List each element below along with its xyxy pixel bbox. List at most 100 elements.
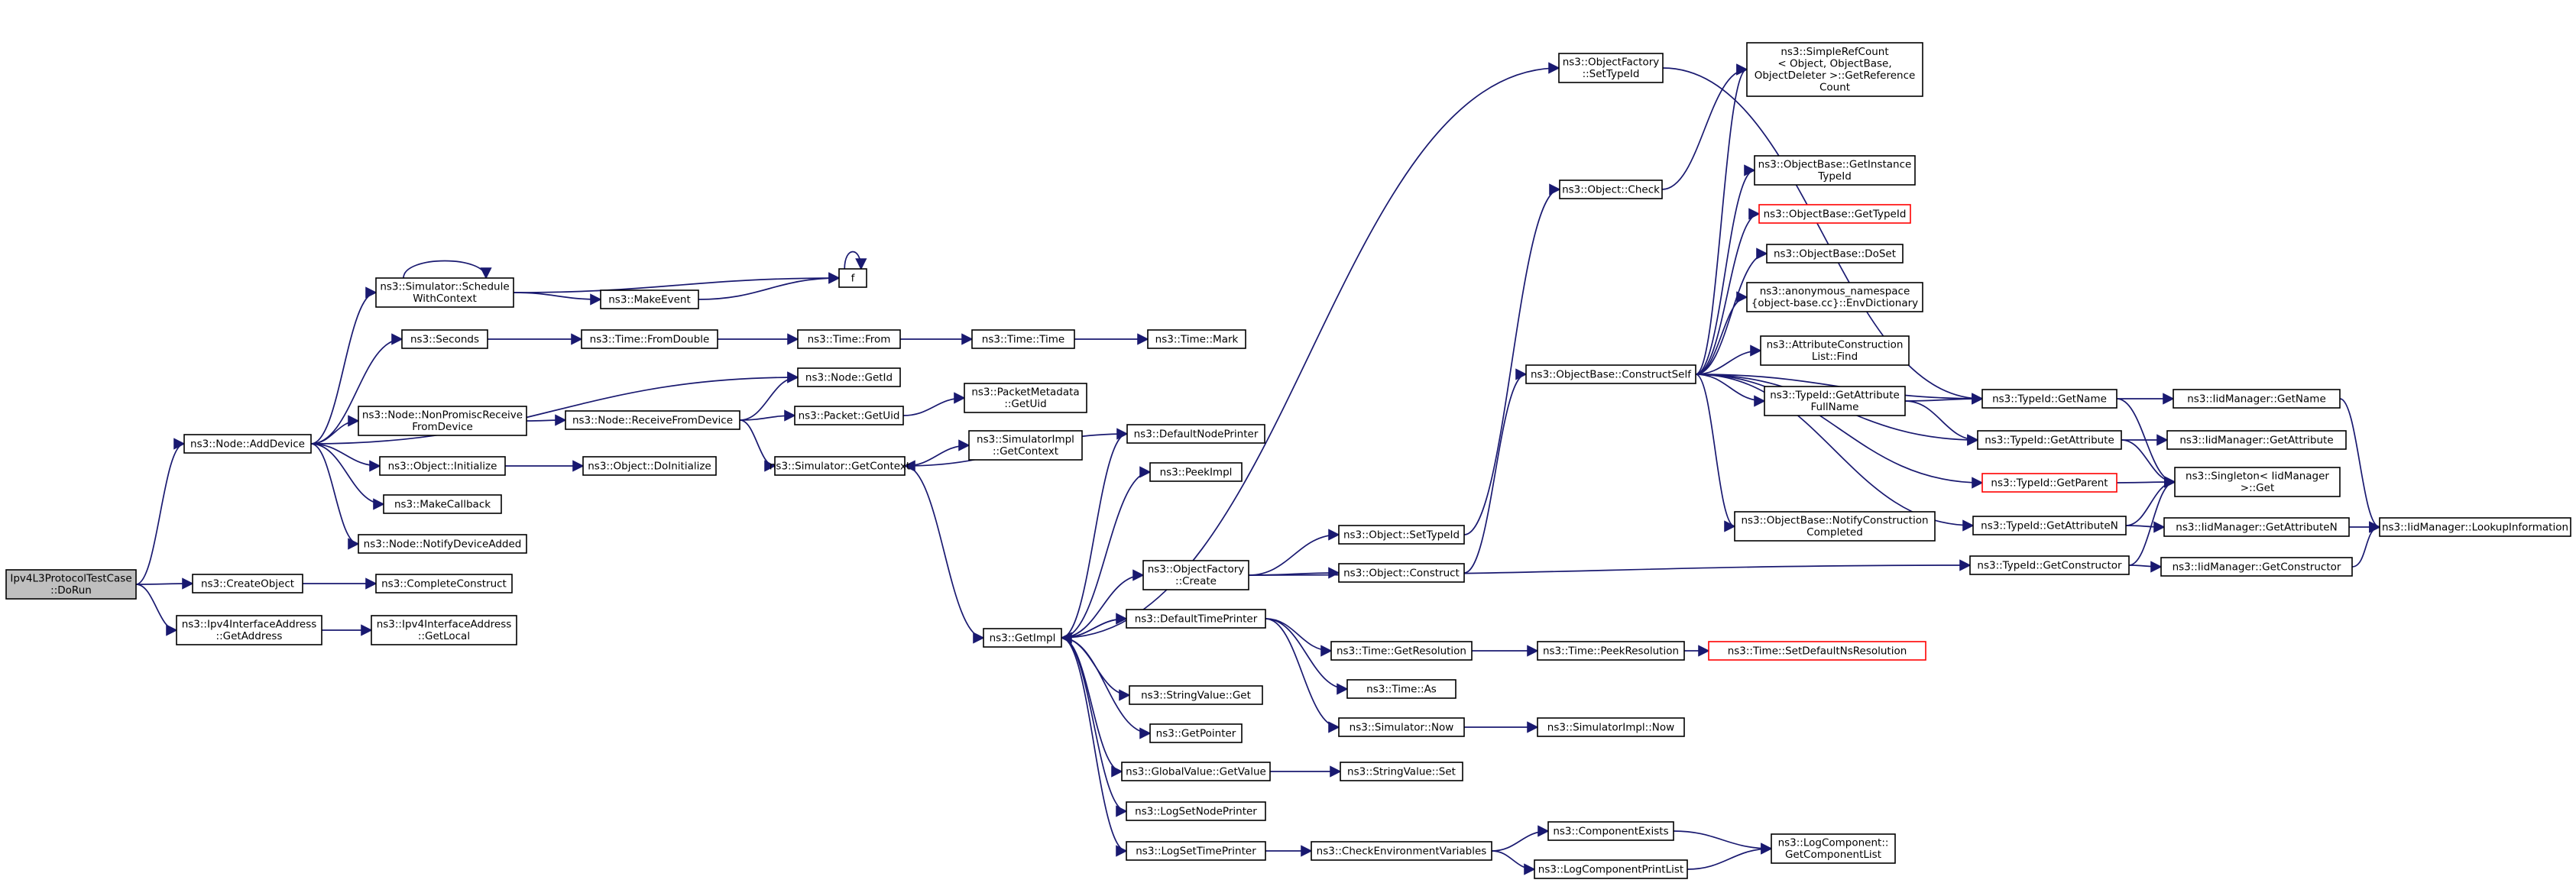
edge-arrow — [1265, 618, 1349, 695]
edge-n61-to-n68 — [2125, 521, 2166, 533]
node-ns3-peekimpl[interactable]: ns3::PeekImpl — [1149, 462, 1243, 482]
node-ns3-ipv4interfaceaddress-getlocal[interactable]: ns3::Ipv4InterfaceAddress::GetLocal — [371, 615, 517, 645]
node-f[interactable]: f — [838, 268, 867, 288]
node-ns3-node-receivefromdevice[interactable]: ns3::Node::ReceiveFromDevice — [565, 410, 740, 430]
node-ns3-packetmetadata-getuid[interactable]: ns3::PacketMetadata::GetUid — [964, 383, 1087, 413]
node-label: Completed — [1806, 526, 1863, 539]
node-ns3-time-setdefaultnsresolution[interactable]: ns3::Time::SetDefaultNsResolution — [1708, 641, 1926, 661]
node-ipv4l3protocoltestcase-dorun[interactable]: Ipv4L3ProtocolTestCase::DoRun — [5, 569, 137, 600]
node-ns3-node-getid[interactable]: ns3::Node::GetId — [797, 367, 901, 387]
node-box — [1746, 42, 1923, 97]
node-ns3-object-initialize[interactable]: ns3::Object::Initialize — [379, 456, 506, 476]
node-ns3-makecallback[interactable]: ns3::MakeCallback — [383, 494, 502, 514]
edge-n26-to-n28 — [1061, 466, 1152, 639]
node-label: ns3::TypeId::GetName — [1992, 393, 2107, 405]
node-ns3-seconds[interactable]: ns3::Seconds — [401, 329, 488, 349]
node-label: ns3::Object::Construct — [1343, 567, 1460, 579]
node-ns3-getimpl[interactable]: ns3::GetImpl — [983, 628, 1062, 648]
node-ns3-typeid-getattribute[interactable]: ns3::TypeId::GetAttribute — [1977, 430, 2122, 450]
node-ns3-getpointer[interactable]: ns3::GetPointer — [1149, 723, 1243, 743]
node-ns3-time-as[interactable]: ns3::Time::As — [1346, 679, 1456, 699]
node-ns3-globalvalue-getvalue[interactable]: ns3::GlobalValue::GetValue — [1121, 762, 1271, 781]
node-ns3-objectfactory-create[interactable]: ns3::ObjectFactory::Create — [1142, 560, 1249, 590]
node-ns3-time-peekresolution[interactable]: ns3::Time::PeekResolution — [1537, 641, 1685, 661]
node-ns3-simulatorimpl-getcontext[interactable]: ns3::SimulatorImpl::GetContext — [968, 430, 1083, 461]
node-ns3-typeid-getname[interactable]: ns3::TypeId::GetName — [1981, 389, 2118, 409]
edge-arrow — [310, 443, 385, 510]
node-label: ns3::MakeCallback — [394, 498, 491, 510]
node-ns3-completeconstruct[interactable]: ns3::CompleteConstruct — [375, 574, 513, 594]
node-ns3-stringvalue-get[interactable]: ns3::StringValue::Get — [1129, 685, 1263, 705]
node-ns3-object-check[interactable]: ns3::Object::Check — [1559, 180, 1663, 199]
node-ns3-time-fromdouble[interactable]: ns3::Time::FromDouble — [581, 329, 718, 349]
node-ns3-makeevent[interactable]: ns3::MakeEvent — [600, 289, 699, 309]
node-ns3-objectbase-gettypeid[interactable]: ns3::ObjectBase::GetTypeId — [1758, 204, 1911, 224]
node-ns3-defaulttimeprinter[interactable]: ns3::DefaultTimePrinter — [1126, 609, 1266, 629]
node-label: ns3::Object::SetTypeId — [1343, 529, 1460, 541]
node-ns3-time-mark[interactable]: ns3::Time::Mark — [1147, 329, 1246, 349]
edge-arrow — [1060, 618, 1127, 644]
node-ns3-createobject[interactable]: ns3::CreateObject — [192, 574, 303, 594]
node-label: f — [851, 272, 856, 284]
node-ns3-simplerefcount-object-objectbase-objectdeleter-getreference-count[interactable]: ns3::SimpleRefCount< Object, ObjectBase,… — [1746, 42, 1923, 97]
node-ns3-objectfactory-settypeid[interactable]: ns3::ObjectFactory::SetTypeId — [1558, 53, 1664, 83]
node-ns3-simulatorimpl-now[interactable]: ns3::SimulatorImpl::Now — [1537, 717, 1685, 737]
node-label: TypeId — [1817, 170, 1852, 183]
node-ns3-node-notifydeviceadded[interactable]: ns3::Node::NotifyDeviceAdded — [358, 534, 527, 554]
node-box — [1126, 424, 1265, 444]
node-ns3-time-getresolution[interactable]: ns3::Time::GetResolution — [1330, 641, 1473, 661]
node-ns3-typeid-getparent[interactable]: ns3::TypeId::GetParent — [1981, 473, 2118, 493]
node-ns3-objectbase-doset[interactable]: ns3::ObjectBase::DoSet — [1766, 244, 1904, 264]
node-box — [1558, 53, 1664, 83]
node-ns3-logsettimeprinter[interactable]: ns3::LogSetTimePrinter — [1126, 841, 1266, 861]
node-label: WithContext — [413, 293, 477, 305]
node-ns3-checkenvironmentvariables[interactable]: ns3::CheckEnvironmentVariables — [1311, 841, 1492, 861]
node-ns3-ipv4interfaceaddress-getaddress[interactable]: ns3::Ipv4InterfaceAddress::GetAddress — [176, 615, 322, 645]
node-label: ns3::Time::PeekResolution — [1543, 645, 1679, 657]
node-box — [2166, 430, 2347, 450]
node-ns3-packet-getuid[interactable]: ns3::Packet::GetUid — [794, 406, 904, 425]
node-box — [983, 628, 1062, 648]
node-ns3-simulator-getcontext[interactable]: ns3::Simulator::GetContext — [770, 456, 910, 476]
node-ns3-logsetnodeprinter[interactable]: ns3::LogSetNodePrinter — [1126, 801, 1266, 821]
edge-n2-to-n11 — [310, 443, 360, 550]
edge-arrow — [1695, 63, 1748, 375]
node-ns3-simulator-now[interactable]: ns3::Simulator::Now — [1338, 717, 1465, 737]
node-ns3-object-doinitialize[interactable]: ns3::Object::DoInitialize — [582, 456, 717, 476]
node-ns3-singleton-iidmanager-get[interactable]: ns3::Singleton< IidManager>::Get — [2174, 467, 2341, 497]
node-label: ns3::Node::GetId — [805, 371, 893, 383]
node-ns3-typeid-getconstructor[interactable]: ns3::TypeId::GetConstructor — [1969, 555, 2130, 575]
node-ns3-objectbase-constructself[interactable]: ns3::ObjectBase::ConstructSelf — [1525, 364, 1696, 384]
node-ns3-iidmanager-getconstructor[interactable]: ns3::IidManager::GetConstructor — [2160, 557, 2353, 577]
node-ns3-iidmanager-getname[interactable]: ns3::IidManager::GetName — [2173, 389, 2341, 409]
node-ns3-object-settypeid[interactable]: ns3::Object::SetTypeId — [1338, 525, 1465, 545]
edge-n52-to-n58 — [1904, 393, 1984, 405]
node-ns3-iidmanager-lookupinformation[interactable]: ns3::IidManager::LookupInformation — [2379, 517, 2571, 537]
node-ns3-objectbase-notifyconstruction-completed[interactable]: ns3::ObjectBase::NotifyConstructionCompl… — [1734, 511, 1936, 542]
node-label: ns3::Node::NotifyDeviceAdded — [364, 538, 522, 550]
node-ns3-componentexists[interactable]: ns3::ComponentExists — [1547, 821, 1674, 841]
node-ns3-anonymous-namespace-object-base-cc-envdictionary[interactable]: ns3::anonymous_namespace{object-base.cc}… — [1746, 282, 1923, 312]
node-ns3-logcomponent-getcomponentlist[interactable]: ns3::LogComponent::GetComponentList — [1771, 833, 1896, 864]
edge-n30-to-n42 — [1265, 618, 1349, 695]
node-ns3-logcomponentprintlist[interactable]: ns3::LogComponentPrintList — [1534, 859, 1688, 879]
node-box — [1338, 717, 1465, 737]
node-ns3-time-time[interactable]: ns3::Time::Time — [971, 329, 1075, 349]
node-ns3-time-from[interactable]: ns3::Time::From — [797, 329, 901, 349]
node-ns3-typeid-getattributen[interactable]: ns3::TypeId::GetAttributeN — [1972, 516, 2127, 535]
node-ns3-iidmanager-getattributen[interactable]: ns3::IidManager::GetAttributeN — [2163, 517, 2350, 537]
edge-arrow — [310, 443, 360, 550]
node-label: ns3::SimpleRefCount — [1781, 46, 1888, 58]
node-ns3-object-construct[interactable]: ns3::Object::Construct — [1338, 563, 1465, 583]
node-ns3-iidmanager-getattribute[interactable]: ns3::IidManager::GetAttribute — [2166, 430, 2347, 450]
node-ns3-defaultnodeprinter[interactable]: ns3::DefaultNodePrinter — [1126, 424, 1265, 444]
node-box — [1547, 821, 1674, 841]
node-box — [1340, 762, 1463, 781]
node-ns3-stringvalue-set[interactable]: ns3::StringValue::Set — [1340, 762, 1463, 781]
node-ns3-node-adddevice[interactable]: ns3::Node::AddDevice — [183, 434, 312, 454]
